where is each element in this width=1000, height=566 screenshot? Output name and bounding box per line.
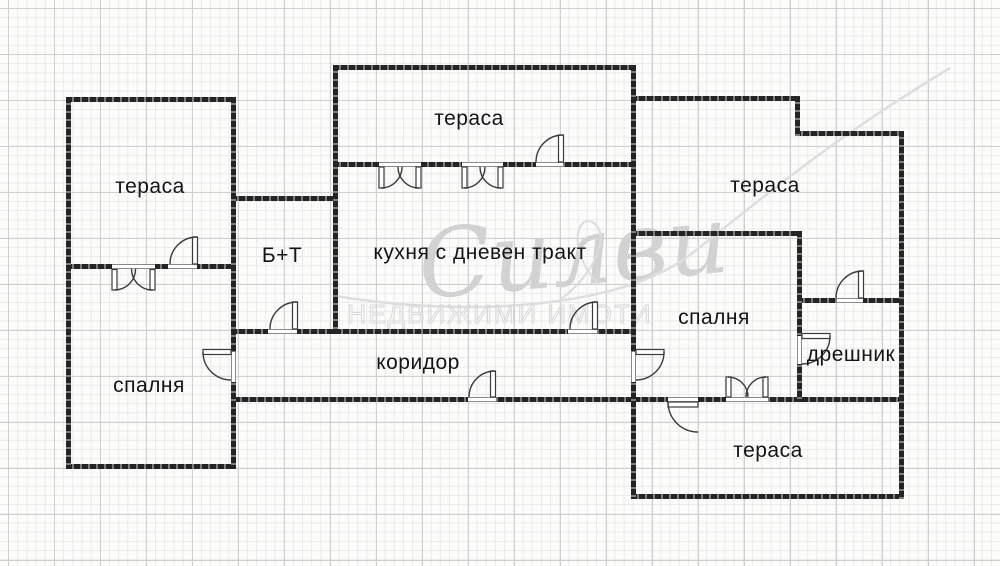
door-opening	[797, 336, 802, 364]
room-label-kitchen-living-room: кухня с дневен тракт	[373, 241, 587, 264]
wall-segment	[66, 97, 236, 102]
room-label-closet: дрешник	[806, 343, 896, 366]
door-opening	[631, 352, 636, 382]
door-opening	[837, 298, 863, 303]
door-opening	[468, 397, 496, 402]
wall-segment	[631, 65, 636, 499]
wall-segment	[631, 96, 800, 101]
door-opening	[462, 162, 503, 167]
door-opening	[668, 397, 698, 402]
wall-segment	[631, 494, 904, 499]
door-opening	[268, 329, 297, 334]
room-label-terrace-top-middle: тераса	[434, 107, 504, 130]
wall-segment	[66, 464, 236, 469]
room-label-bedroom-right: спалня	[678, 306, 750, 329]
door-opening	[168, 264, 197, 269]
wall-segment	[797, 231, 802, 402]
wall-segment	[231, 196, 338, 201]
wall-segment	[234, 397, 904, 402]
wall-segment	[795, 96, 800, 136]
door-opening	[536, 162, 563, 167]
room-label-bedroom-left: спалня	[113, 374, 185, 397]
wall-segment	[631, 231, 802, 236]
door-opening	[112, 264, 155, 269]
room-label-terrace-bottom: тераса	[733, 439, 803, 462]
wall-segment	[231, 97, 236, 469]
door-opening	[726, 397, 768, 402]
door-opening	[231, 352, 236, 382]
wall-segment	[231, 329, 636, 334]
room-label-terrace-top-right: тераса	[730, 174, 800, 197]
door-opening	[379, 162, 421, 167]
wall-segment	[333, 65, 338, 334]
room-label-terrace-top-left: тераса	[115, 175, 185, 198]
wall-segment	[899, 131, 904, 499]
wall-segment	[795, 131, 904, 136]
room-label-corridor: коридор	[376, 351, 460, 374]
wall-segment	[66, 97, 71, 469]
door-opening	[568, 329, 597, 334]
room-label-bath-wc: Б+Т	[261, 244, 303, 267]
wall-segment	[333, 65, 636, 70]
